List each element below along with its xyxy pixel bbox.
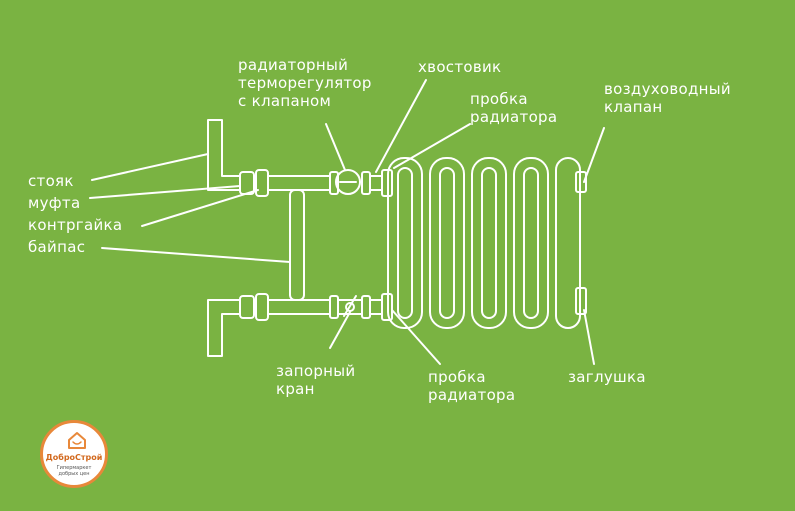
tailpiece-top — [369, 175, 383, 191]
radiator-section-1 — [387, 157, 423, 329]
label-zaglushka: заглушка — [568, 368, 646, 386]
logo-tagline: Гипермаркет добрых цен — [56, 465, 92, 477]
thermo-nut-left — [329, 171, 339, 195]
label-stoyak: стояк — [28, 172, 74, 190]
leader-stoyak — [91, 153, 209, 181]
leader-zapornyi — [329, 311, 351, 349]
coupling-top — [239, 171, 255, 195]
leader-khvostovik — [375, 79, 427, 173]
bypass-pipe — [289, 189, 305, 301]
radiator-section-3 — [471, 157, 507, 329]
leader-probka-top — [393, 123, 471, 169]
logo-name: ДоброСтрой — [45, 453, 103, 462]
house-smile-icon — [68, 432, 86, 449]
thermostat-valve — [335, 169, 361, 195]
supply-pipe — [267, 175, 331, 191]
coupling-bottom — [239, 295, 255, 319]
label-baipas: байпас — [28, 238, 86, 256]
radiator-section-2 — [429, 157, 465, 329]
label-thermoregulator: радиаторный терморегулятор с клапаном — [238, 56, 372, 110]
label-zapornyi: запорный кран — [276, 362, 356, 398]
leader-vozdukh — [583, 127, 605, 183]
thermo-nut-right — [361, 171, 371, 195]
return-pipe — [267, 299, 331, 315]
leader-baipas — [101, 247, 291, 263]
label-probka-bottom: пробка радиатора — [428, 368, 516, 404]
label-khvostovik: хвостовик — [418, 58, 502, 76]
riser-pipe-bottom — [207, 299, 241, 357]
label-kontrgaika: контргайка — [28, 216, 123, 234]
leader-probka-bottom — [391, 309, 441, 365]
leader-zaglushka — [583, 309, 595, 365]
radiator-section-4 — [513, 157, 549, 329]
leader-kontrgaika — [141, 189, 259, 227]
air-vent-valve — [575, 171, 587, 193]
leader-thermo — [325, 123, 346, 171]
riser-pipe — [207, 119, 241, 191]
locknut-bottom — [255, 293, 269, 321]
leader-mufta — [89, 185, 241, 199]
dobrostroy-logo: ДоброСтрой Гипермаркет добрых цен — [40, 420, 108, 488]
radiator-section-5 — [555, 157, 581, 329]
tailpiece-bottom — [369, 299, 383, 315]
label-mufta: муфта — [28, 194, 81, 212]
label-probka-top: пробка радиатора — [470, 90, 558, 126]
end-plug — [575, 287, 587, 315]
locknut-top — [255, 169, 269, 197]
label-vozdukhovodny: воздуховодный клапан — [604, 80, 731, 116]
